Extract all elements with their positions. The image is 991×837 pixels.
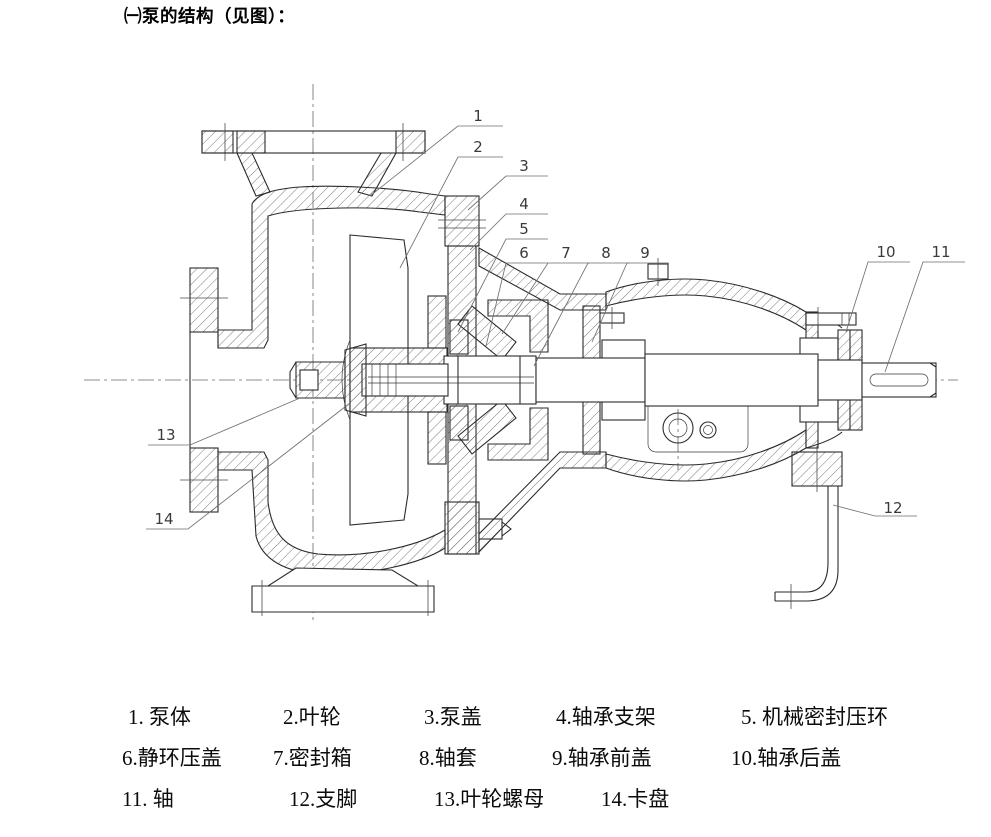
impeller-back-shroud-bottom <box>427 411 447 465</box>
callout-leaders <box>146 125 965 530</box>
pump-base-foot <box>251 567 435 616</box>
legend-item-6: 6.静环压盖 <box>122 746 222 770</box>
impeller-back-shroud-top <box>427 295 447 349</box>
callout-9: 9 <box>640 244 650 262</box>
legend-item-10: 10.轴承后盖 <box>731 746 842 770</box>
legend-item-12: 12.支脚 <box>289 787 358 811</box>
callout-5: 5 <box>519 220 529 238</box>
oil-hole-large <box>662 412 694 444</box>
callout-6: 6 <box>519 244 529 262</box>
legend-item-2: 2.叶轮 <box>283 705 341 729</box>
legend-item-1: 1. 泵体 <box>128 705 191 729</box>
mechanical-seal-assembly <box>449 299 549 461</box>
callout-10: 10 <box>876 243 895 261</box>
discharge-flange <box>201 123 426 197</box>
legend-item-3: 3.泵盖 <box>424 705 482 729</box>
callout-2: 2 <box>473 138 483 156</box>
discharge-neck-left-wall <box>236 152 271 197</box>
legend-item-11: 11. 轴 <box>122 787 174 811</box>
seal-box-top <box>487 299 549 353</box>
legend-item-4: 4.轴承支架 <box>556 705 656 729</box>
callout-4: 4 <box>519 195 529 213</box>
shaft-thread-section <box>361 363 449 397</box>
legend-item-9: 9.轴承前盖 <box>552 746 652 770</box>
callout-13: 13 <box>156 426 175 444</box>
callout-12: 12 <box>883 499 902 517</box>
callout-numbers: 1 2 3 4 5 6 7 8 9 10 11 12 13 14 <box>154 107 950 528</box>
legend-item-5: 5. 机械密封压环 <box>741 705 888 729</box>
pump-casing <box>217 185 446 575</box>
legend-item-14: 14.卡盘 <box>601 787 670 811</box>
legend-item-13: 13.叶轮螺母 <box>434 787 545 811</box>
seal-gland-bottom <box>457 399 517 455</box>
shaft-end <box>861 362 937 398</box>
pump-cross-section-diagram: 1 2 3 4 5 6 7 8 9 10 11 12 13 14 <box>84 84 965 622</box>
shaft <box>361 353 937 407</box>
seal-box-bottom <box>487 407 549 461</box>
callout-1: 1 <box>473 107 483 125</box>
shaft-keyway <box>869 373 929 387</box>
shaft-tip <box>299 369 319 391</box>
oil-hole-small <box>699 421 717 439</box>
support-foot <box>774 446 839 609</box>
callout-8: 8 <box>601 244 611 262</box>
callout-3: 3 <box>519 157 529 175</box>
callout-11: 11 <box>931 243 950 261</box>
legend-item-8: 8.轴套 <box>419 746 477 770</box>
page-title: ㈠泵的结构（见图）： <box>124 7 296 27</box>
chuck <box>344 343 367 417</box>
legend-item-7: 7.密封箱 <box>273 746 352 770</box>
shaft-sleeve <box>443 355 537 405</box>
suction-flange <box>180 267 228 513</box>
callout-7: 7 <box>561 244 571 262</box>
callout-14: 14 <box>154 510 173 528</box>
impeller-nut-and-chuck <box>289 343 534 417</box>
rear-cover-stud <box>805 312 857 326</box>
